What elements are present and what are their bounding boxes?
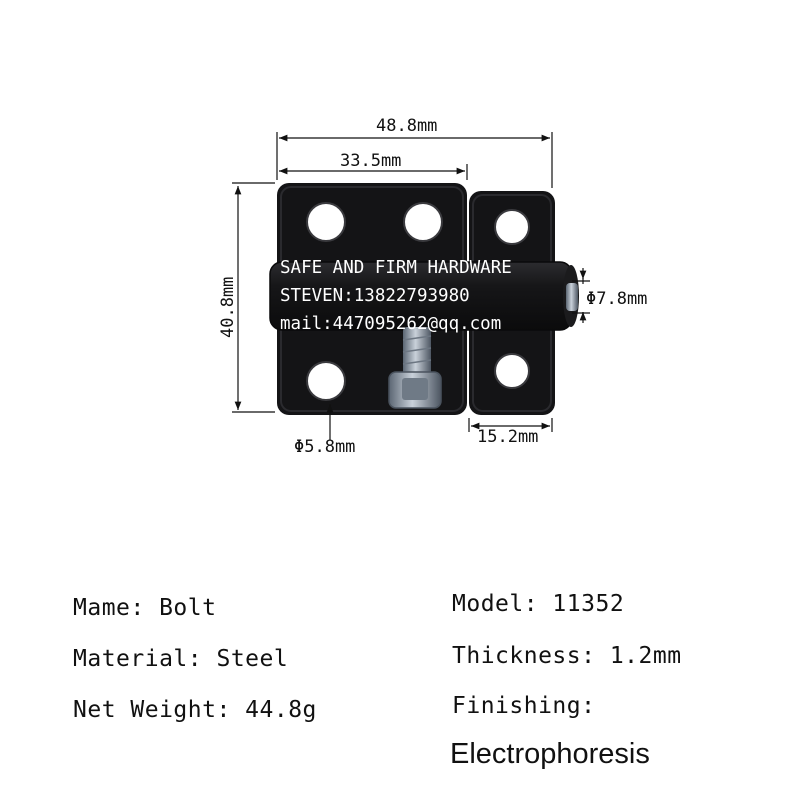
watermark-line-3: mail:447095262@qq.com xyxy=(280,314,501,334)
dimension-lines xyxy=(232,132,590,440)
spec-model: Model: 11352 xyxy=(452,591,625,617)
watermark-line-2: STEVEN:13822793980 xyxy=(280,286,470,306)
spec-net-weight: Net Weight: 44.8g xyxy=(73,697,317,723)
mounting-hole xyxy=(404,203,442,241)
spec-name: Mame: Bolt xyxy=(73,595,217,621)
spec-thickness: Thickness: 1.2mm xyxy=(452,643,682,669)
watermark-line-1: SAFE AND FIRM HARDWARE xyxy=(280,258,512,278)
knob-screw xyxy=(388,327,442,409)
mounting-hole xyxy=(307,203,345,241)
dim-knob-diameter: Φ5.8mm xyxy=(294,437,355,457)
dim-height: 40.8mm xyxy=(218,277,238,338)
dim-bolt-diameter: Φ7.8mm xyxy=(586,289,647,309)
mounting-hole xyxy=(495,210,529,244)
dim-keeper-width: 15.2mm xyxy=(477,427,538,447)
dim-plate-width: 33.5mm xyxy=(340,151,401,171)
bolt-product-diagram: 48.8mm 33.5mm 40.8mm Φ7.8mm Φ5.8mm 15.2m… xyxy=(218,116,647,457)
spec-finishing-value: Electrophoresis xyxy=(450,738,650,770)
spec-finishing-label: Finishing: xyxy=(452,693,596,719)
spec-material: Material: Steel xyxy=(73,646,289,672)
mounting-hole xyxy=(307,362,345,400)
dim-overall-width: 48.8mm xyxy=(376,116,437,136)
mounting-hole xyxy=(495,354,529,388)
